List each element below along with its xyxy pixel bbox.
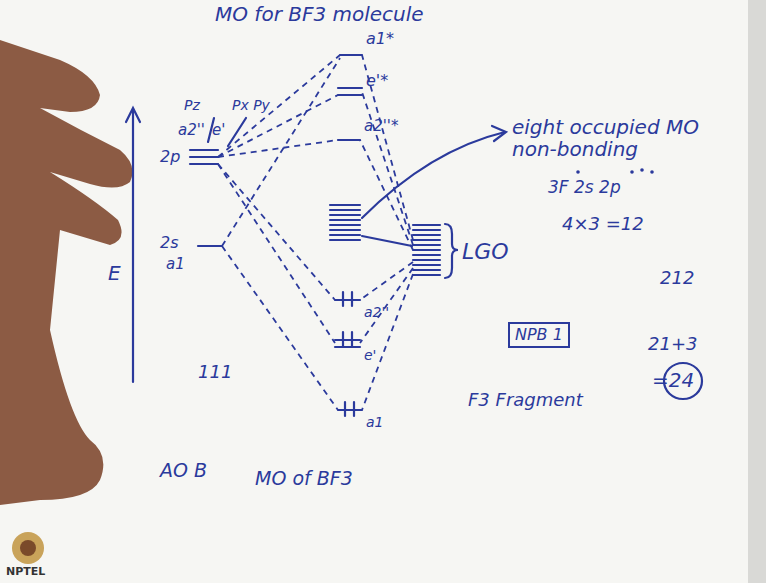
annotation-label: Px Py — [232, 98, 270, 113]
annotation-label: e' — [364, 348, 376, 363]
annotation-label: eight occupied MO non-bonding — [512, 116, 712, 160]
annotation-label: a2''* — [364, 118, 398, 135]
annotation-label: NPTEL — [6, 566, 45, 578]
annotation-label: 3F 2s 2p — [548, 178, 621, 197]
boxed-note: NPB 1 — [508, 322, 570, 348]
annotation-label: AO B — [160, 460, 207, 481]
annotation-label: e' — [212, 122, 225, 139]
note-text: NPB 1 — [515, 326, 563, 344]
annotation-label: 4×3 =12 — [562, 214, 644, 234]
annotation-label: LGO — [462, 240, 509, 264]
annotation-label: a1 — [166, 256, 185, 273]
annotation-label: 212 — [660, 268, 694, 288]
annotation-label: Pz — [184, 98, 200, 113]
annotation-label: 21+3 — [648, 334, 697, 354]
annotation-label: MO of BF3 — [255, 468, 353, 489]
annotation-label: a2'' — [364, 305, 389, 320]
annotation-label: a2'' — [178, 122, 205, 139]
annotation-label: 2p — [160, 148, 180, 166]
diagram-title: MO for BF3 molecule — [215, 3, 424, 25]
annotation-label: a1 — [366, 415, 384, 430]
annotation-label: 2s — [160, 234, 179, 252]
annotation-label: =24 — [652, 369, 694, 391]
annotation-label: e'* — [366, 72, 388, 90]
annotation-label: F3 Fragment — [468, 390, 583, 410]
annotation-label: 111 — [198, 362, 232, 382]
annotation-label: E — [108, 262, 121, 284]
annotation-label: a1* — [366, 30, 394, 48]
